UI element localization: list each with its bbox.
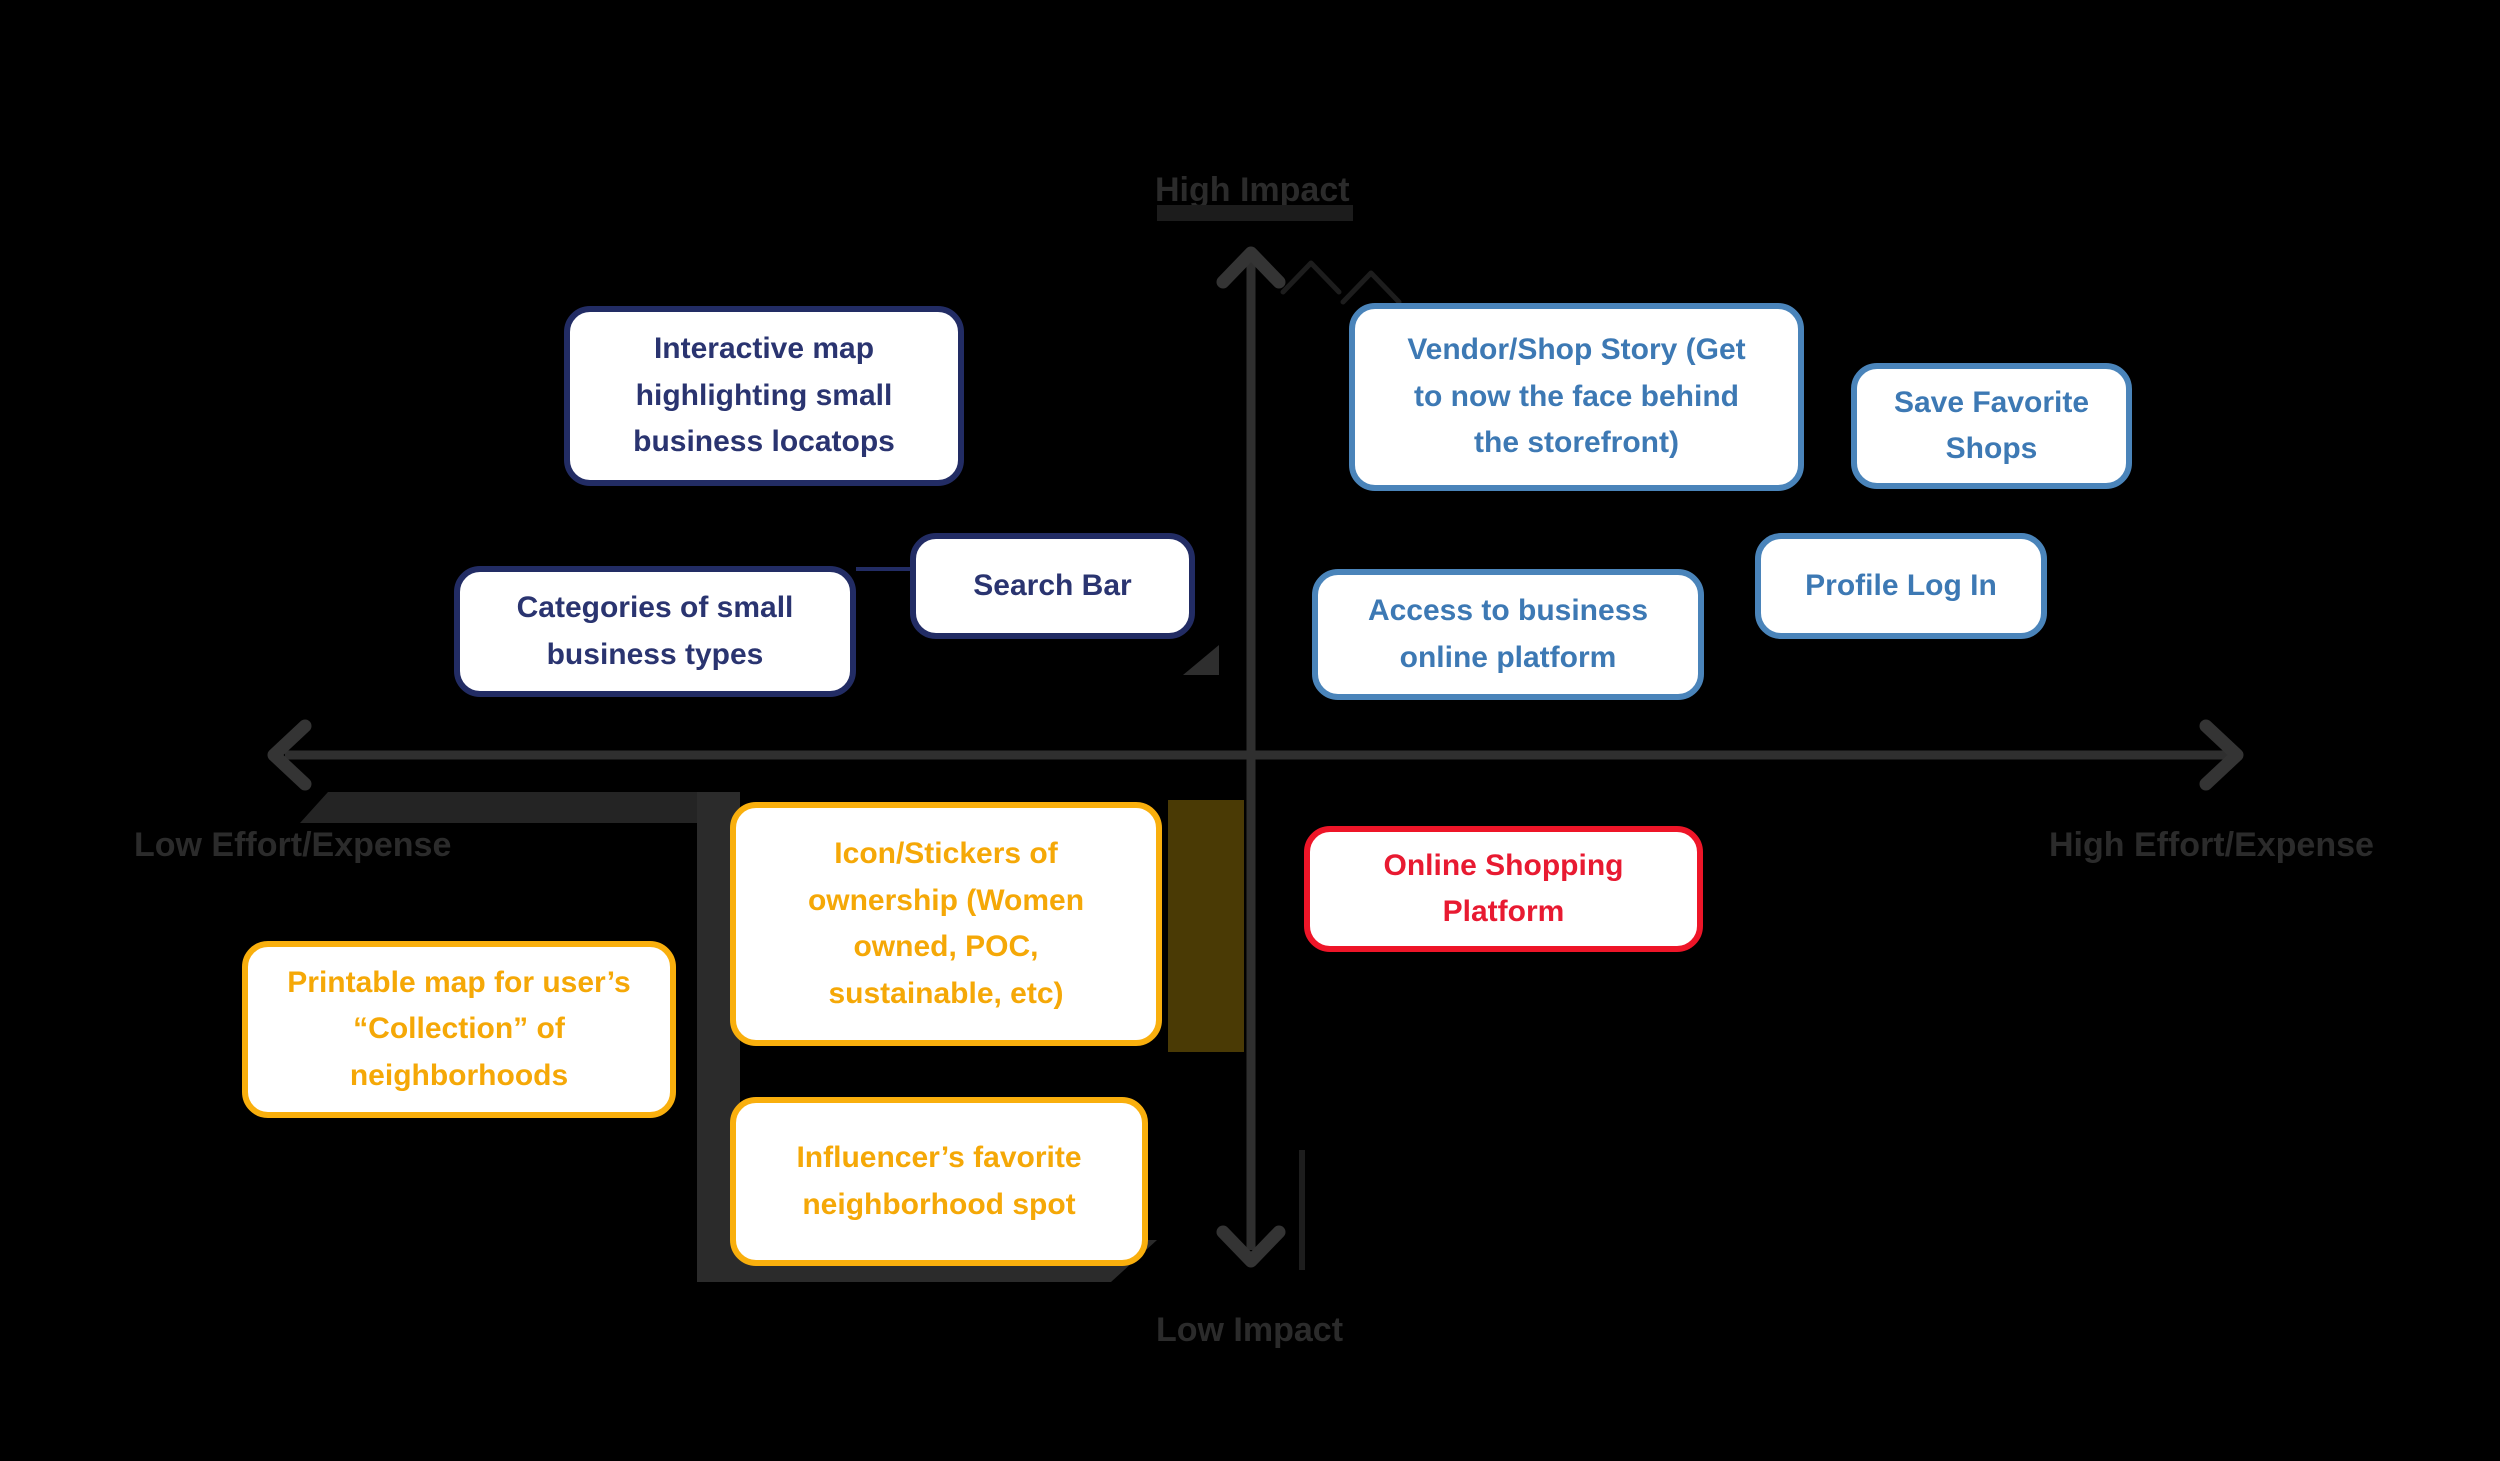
shadow-olive-right-of-stickers <box>1168 800 1244 1052</box>
axis-label-low-effort: Low Effort/Expense <box>134 826 452 864</box>
node-online-shopping[interactable]: Online Shopping Platform <box>1304 826 1703 952</box>
node-label: Save Favorite Shops <box>1893 385 2090 466</box>
right-arrowhead-icon <box>2199 719 2244 791</box>
node-printable-map[interactable]: Printable map for user’s “Collection” of… <box>242 941 676 1118</box>
node-label: Categories of small business types <box>516 591 794 671</box>
node-vendor-shop-story[interactable]: Vendor/Shop Story (Get to now the face b… <box>1349 303 1804 491</box>
up-arrowhead-echo2-icon <box>1340 270 1402 305</box>
up-arrowhead-icon <box>1216 246 1286 289</box>
node-profile-login[interactable]: Profile Log In <box>1755 533 2047 639</box>
axis-label-high-impact: High Impact <box>1155 171 1350 209</box>
shadow-under-high-impact-label <box>1157 205 1353 221</box>
shadow-streak-right-of-vertical-axis <box>1299 1150 1305 1270</box>
node-label: Interactive map highlighting small busin… <box>633 332 895 459</box>
node-label: Printable map for user’s “Collection” of… <box>287 965 631 1092</box>
left-arrowhead-icon <box>267 719 312 791</box>
node-label: Profile Log In <box>1805 568 1997 602</box>
node-search-bar[interactable]: Search Bar <box>910 533 1195 639</box>
node-categories[interactable]: Categories of small business types <box>454 566 856 697</box>
node-label: Access to business online platform <box>1367 594 1649 674</box>
node-label: Online Shopping Platform <box>1383 848 1624 929</box>
node-icon-stickers[interactable]: Icon/Stickers of ownership (Women owned,… <box>730 802 1162 1046</box>
node-label: Vendor/Shop Story (Get to now the face b… <box>1407 333 1746 460</box>
node-save-favorite[interactable]: Save Favorite Shops <box>1851 363 2132 489</box>
node-influencer-spot[interactable]: Influencer’s favorite neighborhood spot <box>730 1097 1148 1266</box>
down-arrowhead-icon <box>1216 1225 1286 1268</box>
node-interactive-map[interactable]: Interactive map highlighting small busin… <box>564 306 964 486</box>
up-arrowhead-echo-icon <box>1280 260 1342 295</box>
shadow-band-under-axis-left <box>300 792 740 823</box>
node-access-business[interactable]: Access to business online platform <box>1312 569 1704 700</box>
axis-label-high-effort: High Effort/Expense <box>2049 826 2374 864</box>
axis-label-low-impact: Low Impact <box>1156 1311 1344 1349</box>
node-label: Search Bar <box>973 568 1132 602</box>
node-label: Influencer’s favorite neighborhood spot <box>796 1141 1082 1221</box>
node-label: Icon/Stickers of ownership (Women owned,… <box>807 837 1085 1010</box>
